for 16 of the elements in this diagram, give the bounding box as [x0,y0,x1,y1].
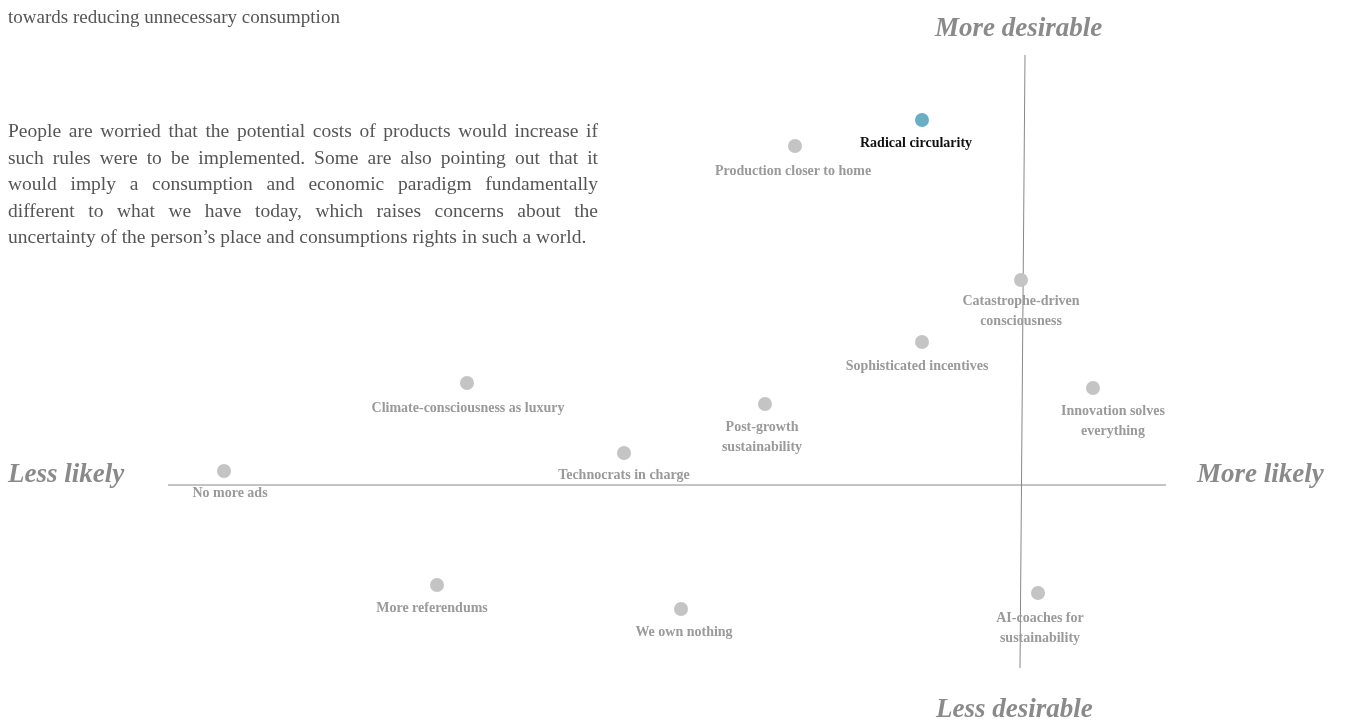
axis-label: Less desirable [936,693,1093,724]
point-label: Sophisticated incentives [844,357,990,375]
point-label: Production closer to home [713,162,873,180]
point-label: Technocrats in charge [557,466,691,484]
point-label: No more ads [191,484,269,502]
point-label: We own nothing [634,623,734,641]
text-heading: towards reducing unnecessary consumption [8,5,340,29]
point-label: Post-growth sustainability [720,418,804,456]
point-label: More referendums [375,599,489,617]
point-label: Climate-consciousness as luxury [370,399,566,417]
axis-label: More desirable [935,12,1103,43]
body-paragraph: People are worried that the potential costs of products would increase if such rules were to be implemented. Some are also pointing out that it would imply a consumption and economic paradigm fundamentally different to what we have today, which raises concerns about the uncertainty of the person’s place and consumptions rights in such a world. [8,119,598,249]
axis-label: More likely [1197,458,1324,489]
point-label: Innovation solves everything [1060,402,1166,440]
axis-label: Less likely [8,458,125,489]
point-label: Radical circularity [860,134,974,152]
